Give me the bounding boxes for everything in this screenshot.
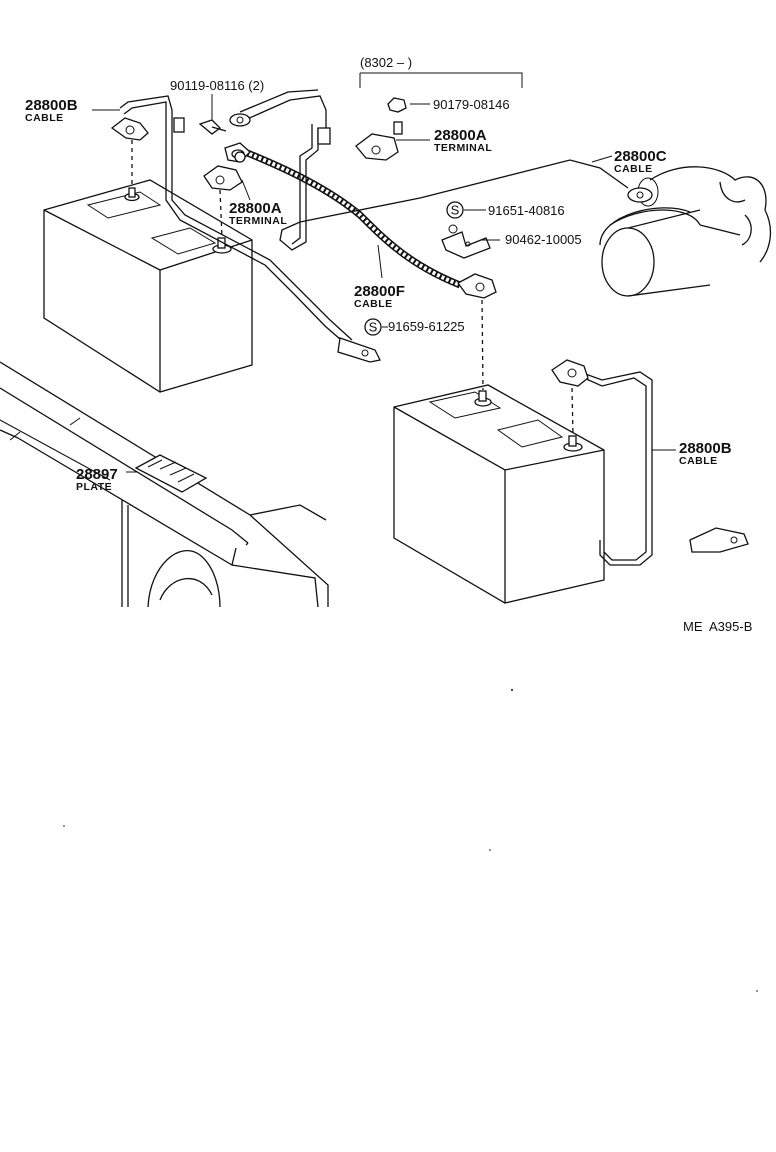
cable-28800b-left <box>110 95 381 363</box>
print-specks <box>63 689 758 992</box>
id-plate <box>134 454 208 493</box>
cable-f-pn: 28800F <box>354 283 405 300</box>
terminal-28800a-right <box>355 97 407 161</box>
s-marker-1-text: S <box>451 203 460 218</box>
terminal-28800a-left <box>203 151 246 191</box>
cable-28800b-right <box>551 359 749 566</box>
cable-b-top-pn: 28800B <box>25 97 78 114</box>
terminal-a-right-pn: 28800A <box>434 127 487 144</box>
terminal-a-left-name: TERMINAL <box>229 215 287 227</box>
group-range-label: (8302 – ) <box>360 55 412 70</box>
cable-b-top-name: CABLE <box>25 112 64 124</box>
leader-lines <box>92 72 676 473</box>
bolt-pn: 90119-08116 (2) <box>170 78 264 93</box>
bolt-90119 <box>198 119 227 135</box>
figure-code: ME A395-B <box>683 619 752 634</box>
screw-pn: 91651-40816 <box>488 203 565 218</box>
right-battery <box>393 384 605 604</box>
s-marker-1: S <box>446 201 464 219</box>
cable-c-name: CABLE <box>614 163 653 175</box>
screw2-pn: 91659-61225 <box>388 319 465 334</box>
s-marker-2-text: S <box>369 320 378 335</box>
clamp-pn: 90462-10005 <box>505 232 582 247</box>
cable-f-name: CABLE <box>354 298 393 310</box>
nut-pn: 90179-08146 <box>433 97 510 112</box>
clamp-90462 <box>441 224 491 259</box>
vehicle-body <box>0 361 329 608</box>
connection-dashes <box>131 140 574 437</box>
terminal-a-right-name: TERMINAL <box>434 142 492 154</box>
s-marker-2: S <box>364 318 382 336</box>
starter-motor <box>599 166 772 297</box>
plate-name: PLATE <box>76 481 112 493</box>
left-battery <box>43 179 253 393</box>
cable-b-right-name: CABLE <box>679 455 718 467</box>
cable-b-right-pn: 28800B <box>679 440 732 457</box>
cable-c-pn: 28800C <box>614 148 667 165</box>
cable-28800c <box>229 89 653 251</box>
plate-pn: 28897 <box>76 466 118 483</box>
terminal-a-left-pn: 28800A <box>229 200 282 217</box>
